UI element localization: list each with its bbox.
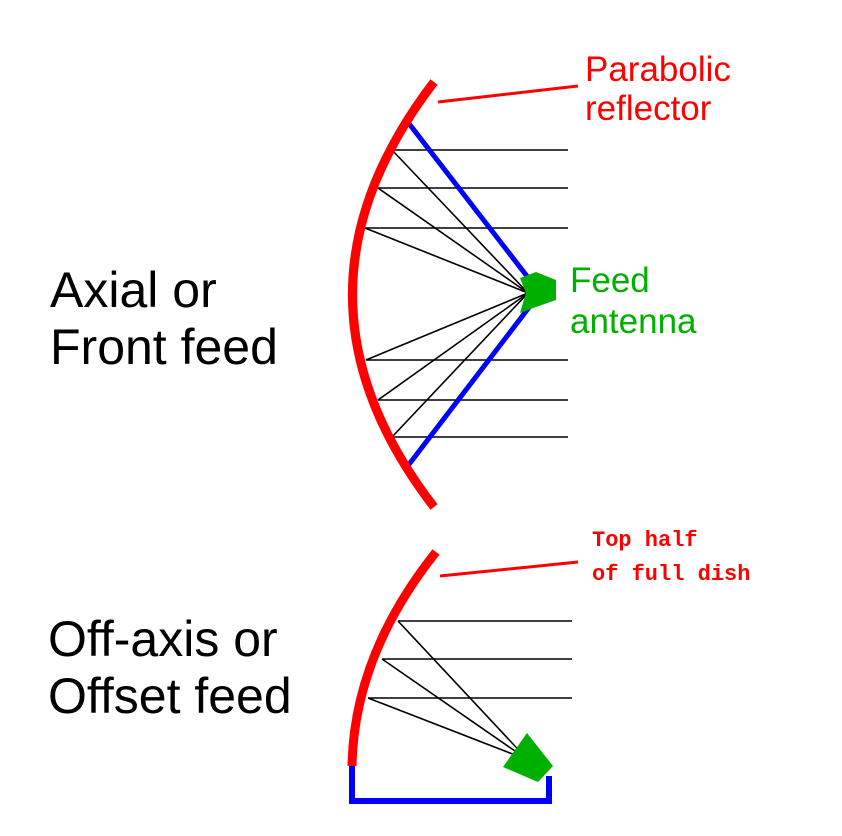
offset-reflector-leader — [439, 560, 579, 578]
offset-reflector-label-line1: Top half — [592, 528, 698, 553]
axial-feed-support — [405, 119, 544, 469]
axial-ray-reflected — [377, 187, 529, 294]
offset-reflected-rays — [367, 620, 529, 761]
offset-incoming-rays — [368, 620, 572, 699]
reflector-label-line1: Parabolic — [585, 50, 731, 89]
axial-ray-reflected — [365, 292, 529, 361]
offset-reflector-label-line2: of full dish — [592, 562, 750, 587]
offset-ray-reflected — [397, 620, 529, 761]
axial-ray-reflected — [364, 227, 529, 294]
axial-ray-reflected — [377, 292, 529, 401]
axial-parabolic-reflector — [348, 79, 438, 510]
feed-label-line2: antenna — [570, 302, 697, 341]
offset-feed-support — [349, 766, 552, 804]
offset-feed-group: Off-axis or Offset feed Top half of full… — [48, 528, 750, 804]
axial-label-line2: Front feed — [50, 319, 278, 375]
offset-parabolic-reflector — [347, 549, 440, 767]
offset-feed-antenna-icon — [503, 733, 553, 782]
axial-feed-group: Axial or Front feed Parabolic reflector … — [50, 50, 731, 510]
axial-reflector-leader — [437, 84, 579, 104]
offset-label-line1: Off-axis or — [48, 611, 278, 667]
feed-antenna-icon — [520, 272, 556, 313]
reflector-label-line2: reflector — [585, 89, 712, 128]
axial-ray-reflected — [391, 292, 529, 438]
axial-label-line1: Axial or — [50, 262, 217, 318]
offset-ray-reflected — [367, 697, 529, 761]
axial-ray-reflected — [391, 149, 529, 294]
offset-ray-reflected — [381, 658, 529, 761]
offset-label-line2: Offset feed — [48, 668, 292, 724]
axial-reflected-rays — [364, 149, 529, 438]
feed-label-line1: Feed — [570, 261, 650, 300]
